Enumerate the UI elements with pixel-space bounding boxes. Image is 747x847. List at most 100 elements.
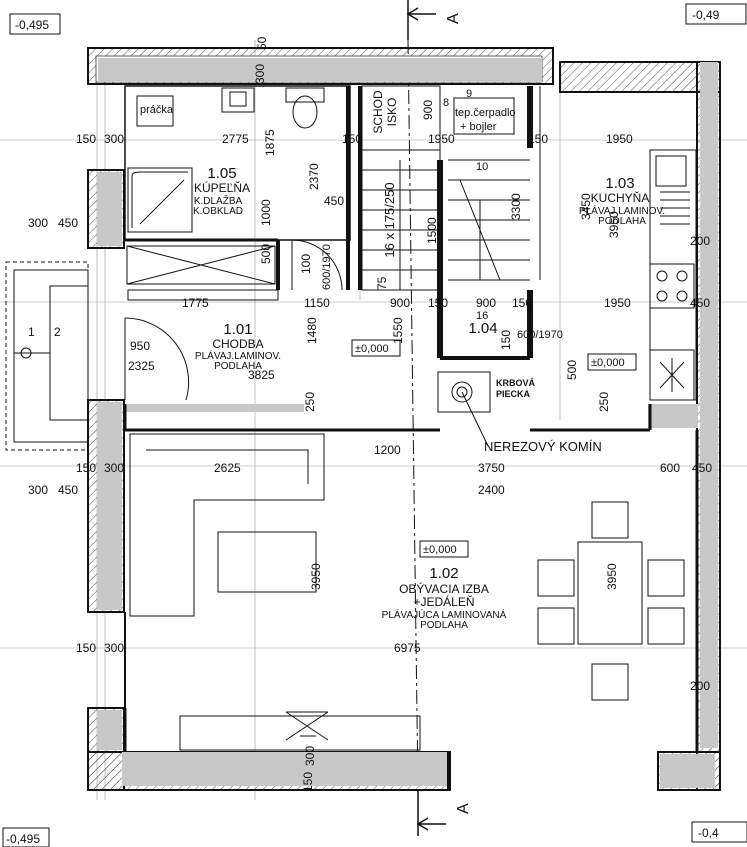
washer-label: práčka [140,104,174,116]
storage-cabinet [126,245,276,285]
dim-text: 450 [58,216,78,230]
dining-table [537,501,685,701]
elevation-kitchen: ±0,000 [587,353,637,371]
dim-text: 300 [303,746,317,766]
section-mark-bottom: A [416,790,472,836]
dim-text: 200 [690,679,710,693]
dim-text: 500 [565,360,579,380]
dim-text: 3825 [248,368,275,382]
dim-text: 1875 [263,129,277,156]
section-line [407,39,419,791]
stair-label-2: ISKO [385,98,399,127]
room-finish-2: PODLAHA [598,216,646,227]
dim-text: 250 [303,392,317,412]
dimension-labels: 50 300 150 300 2775 150 1950 150 1950 18… [28,36,712,792]
room-1-03: 1.03 KUCHYŇA PLÁVAJ.LAMINOV. PODLAHA [579,175,665,227]
dim-text: 6975 [394,641,421,655]
dim-text: 1950 [606,132,633,146]
wall-fills [97,58,718,788]
axis-label-1: 1 [28,325,35,339]
dim-text: 250 [597,392,611,412]
washer: práčka [136,95,174,127]
room-name: CHODBA [212,337,263,351]
dim-text: 300 [253,64,267,84]
section-mark-top: A [406,0,462,40]
dim-text: 150 [528,132,548,146]
level-box-bottom-right: -0,4 [691,821,747,843]
dim-text: 1950 [428,132,455,146]
fridge-icon [649,349,695,401]
corridor-elements [127,289,279,301]
room-number: 1.02 [429,565,458,582]
dim-text: 1775 [182,296,209,310]
room-number: 1.04 [468,320,497,337]
dim-text: 150 [499,330,513,350]
stove-label-1: KRBOVÁ [496,378,536,388]
dim-text: 3950 [607,211,621,238]
dim-text: 150 [76,461,96,475]
dim-text: 3450 [579,193,593,220]
dim-text: 450 [690,296,710,310]
staircase [361,85,530,291]
dim-text: 3750 [478,461,505,475]
room-number: 1.01 [223,321,252,338]
entrance-door-icon [124,317,190,401]
dim-text: 1000 [259,199,273,226]
dim-text: 300 [28,216,48,230]
elevation-text: ±0,000 [355,343,389,355]
elevation-corridor: ±0,000 [351,339,401,357]
dim-text: 1200 [374,443,401,457]
dim-text: 900 [421,100,435,120]
room-1-01: 1.01 CHODBA PLÁVAJ.LAMINOV. PODLAHA [195,321,281,372]
entrance-terrace [5,261,89,451]
dim-text: 3950 [309,563,323,590]
chimney-label: NEREZOVÝ KOMÍN [484,439,602,454]
room-1-04: 1.04 [468,320,497,337]
dim-text: 900 [476,296,496,310]
dim-text: 150 [301,772,315,792]
dim-text: 300 [104,132,124,146]
dim-text: 100 [299,254,313,274]
stair-step-8: 8 [443,97,449,109]
elevation-living: ±0,000 [419,540,469,558]
sink-icon [221,87,255,113]
stove-label-2: PIECKA [496,389,531,399]
tv-cabinet [179,711,421,751]
elevation-text: ±0,000 [591,357,625,369]
room-finish-1: PLÁVAJ.LAMINOV. [195,349,281,362]
room-1-02: 1.02 OBÝVACIA IZBA +JEDÁLEŇ PLÁVAJÚCA LA… [382,565,507,631]
room-finish-1: K.DLAŽBA [194,194,243,207]
dim-text: 1550 [391,317,405,344]
dim-text: 150 [428,296,448,310]
level-box-top-right: -0,49 [685,3,747,25]
dim-text: 450 [692,461,712,475]
boiler-label-1: tep.čerpadlo [455,107,516,119]
stair-label-1: SCHOD [371,90,385,134]
room-finish-2: K.OBKLAD [193,206,243,217]
dim-text: 2775 [222,132,249,146]
level-top-right-text: -0,49 [692,8,720,22]
dim-text: 1950 [604,296,631,310]
heat-pump-boiler: tep.čerpadlo + bojler [453,97,516,135]
coffee-table [217,531,317,593]
level-bottom-right-text: -0,4 [698,826,719,840]
room-number: 1.03 [605,175,634,192]
dim-text: 150 [342,132,362,146]
chimney-leader [461,391,489,447]
cooktop-icon [649,263,695,309]
stair-step-9: 9 [466,88,472,100]
room-name: OBÝVACIA IZBA [399,581,489,596]
dim-text: 2400 [478,483,505,497]
level-bottom-left-text: -0,495 [6,832,40,846]
level-top-left-text: -0,495 [15,18,49,32]
stair-step-10: 10 [476,161,488,173]
dim-text: 600 [660,461,680,475]
axis-label-2: 2 [54,325,61,339]
dim-text: 75 [375,276,389,290]
room-finish-2: PODLAHA [420,620,468,631]
dim-text: 3950 [605,563,619,590]
dim-text: 900 [390,296,410,310]
room-finish-2: PODLAHA [214,361,262,372]
section-label-top: A [445,13,462,24]
boiler-label-2: + bojler [460,121,497,133]
